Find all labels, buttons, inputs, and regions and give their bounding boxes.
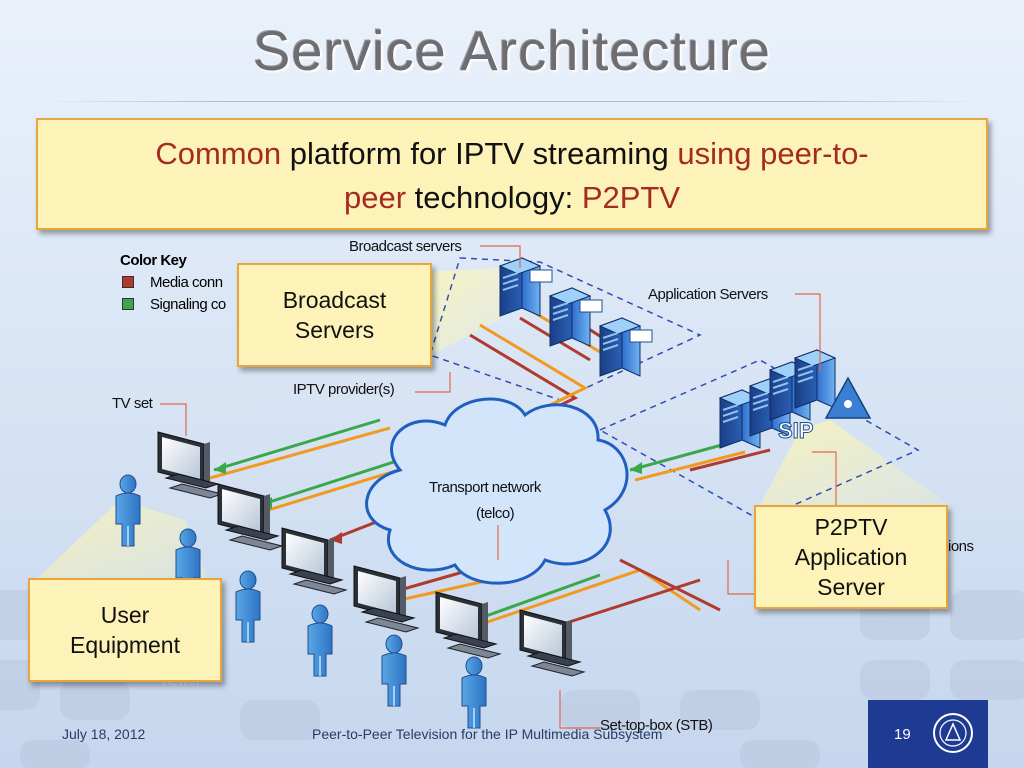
legend-item-signaling: Signaling co (122, 293, 226, 315)
label-transport-network: Transport network (429, 479, 541, 496)
viewer-person-icon (381, 634, 407, 707)
sip-triangle-icon (824, 376, 872, 419)
app-server-spotlight (760, 420, 950, 505)
label-broadcast-servers: Broadcast servers (349, 238, 462, 255)
callout-broadcast-line1: Broadcast (282, 287, 387, 313)
legend-label-media: Media conn (150, 273, 223, 291)
tv-set-icon (157, 431, 223, 499)
viewer-person-icon (235, 570, 261, 643)
slide-title: Service Architecture (253, 19, 771, 82)
page-number: 19 (894, 726, 911, 743)
banner-text-common: Common (155, 136, 282, 171)
legend-title: Color Key (120, 252, 187, 269)
label-partial-ions: ions (948, 538, 974, 555)
callout-user-line2: Equipment (70, 632, 180, 658)
tv-set-icon (435, 591, 501, 659)
label-set-top-box: Set-top-box (STB) (600, 717, 713, 734)
callout-app-line2: Application (794, 544, 908, 570)
page-number-box (868, 700, 988, 768)
banner-text-technology: technology: (406, 180, 582, 215)
callout-broadcast-servers: Broadcast Servers (237, 263, 432, 367)
headline-banner: Common platform for IPTV streaming using… (36, 118, 988, 230)
viewer-person-icon (461, 656, 487, 729)
legend-label-signaling: Signaling co (150, 295, 226, 313)
banner-text-p2ptv: P2PTV (581, 180, 681, 215)
broadcast-server-icon (599, 317, 641, 377)
callout-p2ptv-application-server: P2PTV Application Server (754, 505, 948, 609)
viewer-person-icon (307, 604, 333, 677)
title-divider (40, 101, 984, 102)
legend-swatch-signaling (122, 298, 134, 310)
label-transport-telco: (telco) (476, 505, 515, 522)
label-iptv-providers: IPTV provider(s) (293, 381, 395, 398)
label-leader-lines (160, 245, 837, 729)
callout-user-line1: User (100, 602, 150, 628)
sip-logo-icon: SIP (778, 418, 813, 443)
label-application-servers: Application Servers (648, 286, 768, 303)
broadcast-server-icon (549, 287, 591, 347)
color-key-legend: Color Key Media conn Signaling co (120, 252, 226, 315)
user-spotlight (30, 500, 210, 585)
broadcast-spotlight (420, 268, 510, 360)
banner-text-peer: peer (343, 180, 407, 215)
label-tv-set: TV set (112, 395, 153, 412)
banner-text-using: using peer-to- (677, 136, 869, 171)
transport-network-cloud (365, 397, 629, 585)
legend-swatch-media (122, 276, 134, 288)
callout-user-equipment: User Equipment (28, 578, 222, 682)
tv-set-icon (217, 483, 283, 551)
legend-item-media: Media conn (122, 271, 226, 293)
university-seal-logo (933, 713, 973, 753)
sip-node-icon (844, 400, 852, 408)
callout-app-line1: P2PTV (814, 514, 888, 540)
callout-app-line3: Server (817, 574, 885, 600)
footer-date: July 18, 2012 (62, 726, 146, 742)
broadcast-antenna-icons (529, 269, 653, 343)
callout-broadcast-line2: Servers (294, 317, 375, 343)
app-area-boundary (598, 359, 920, 521)
application-server-icon (794, 349, 836, 409)
banner-text-platform: platform for IPTV streaming (281, 136, 678, 171)
footer-title: Peer-to-Peer Television for the IP Multi… (312, 726, 663, 742)
